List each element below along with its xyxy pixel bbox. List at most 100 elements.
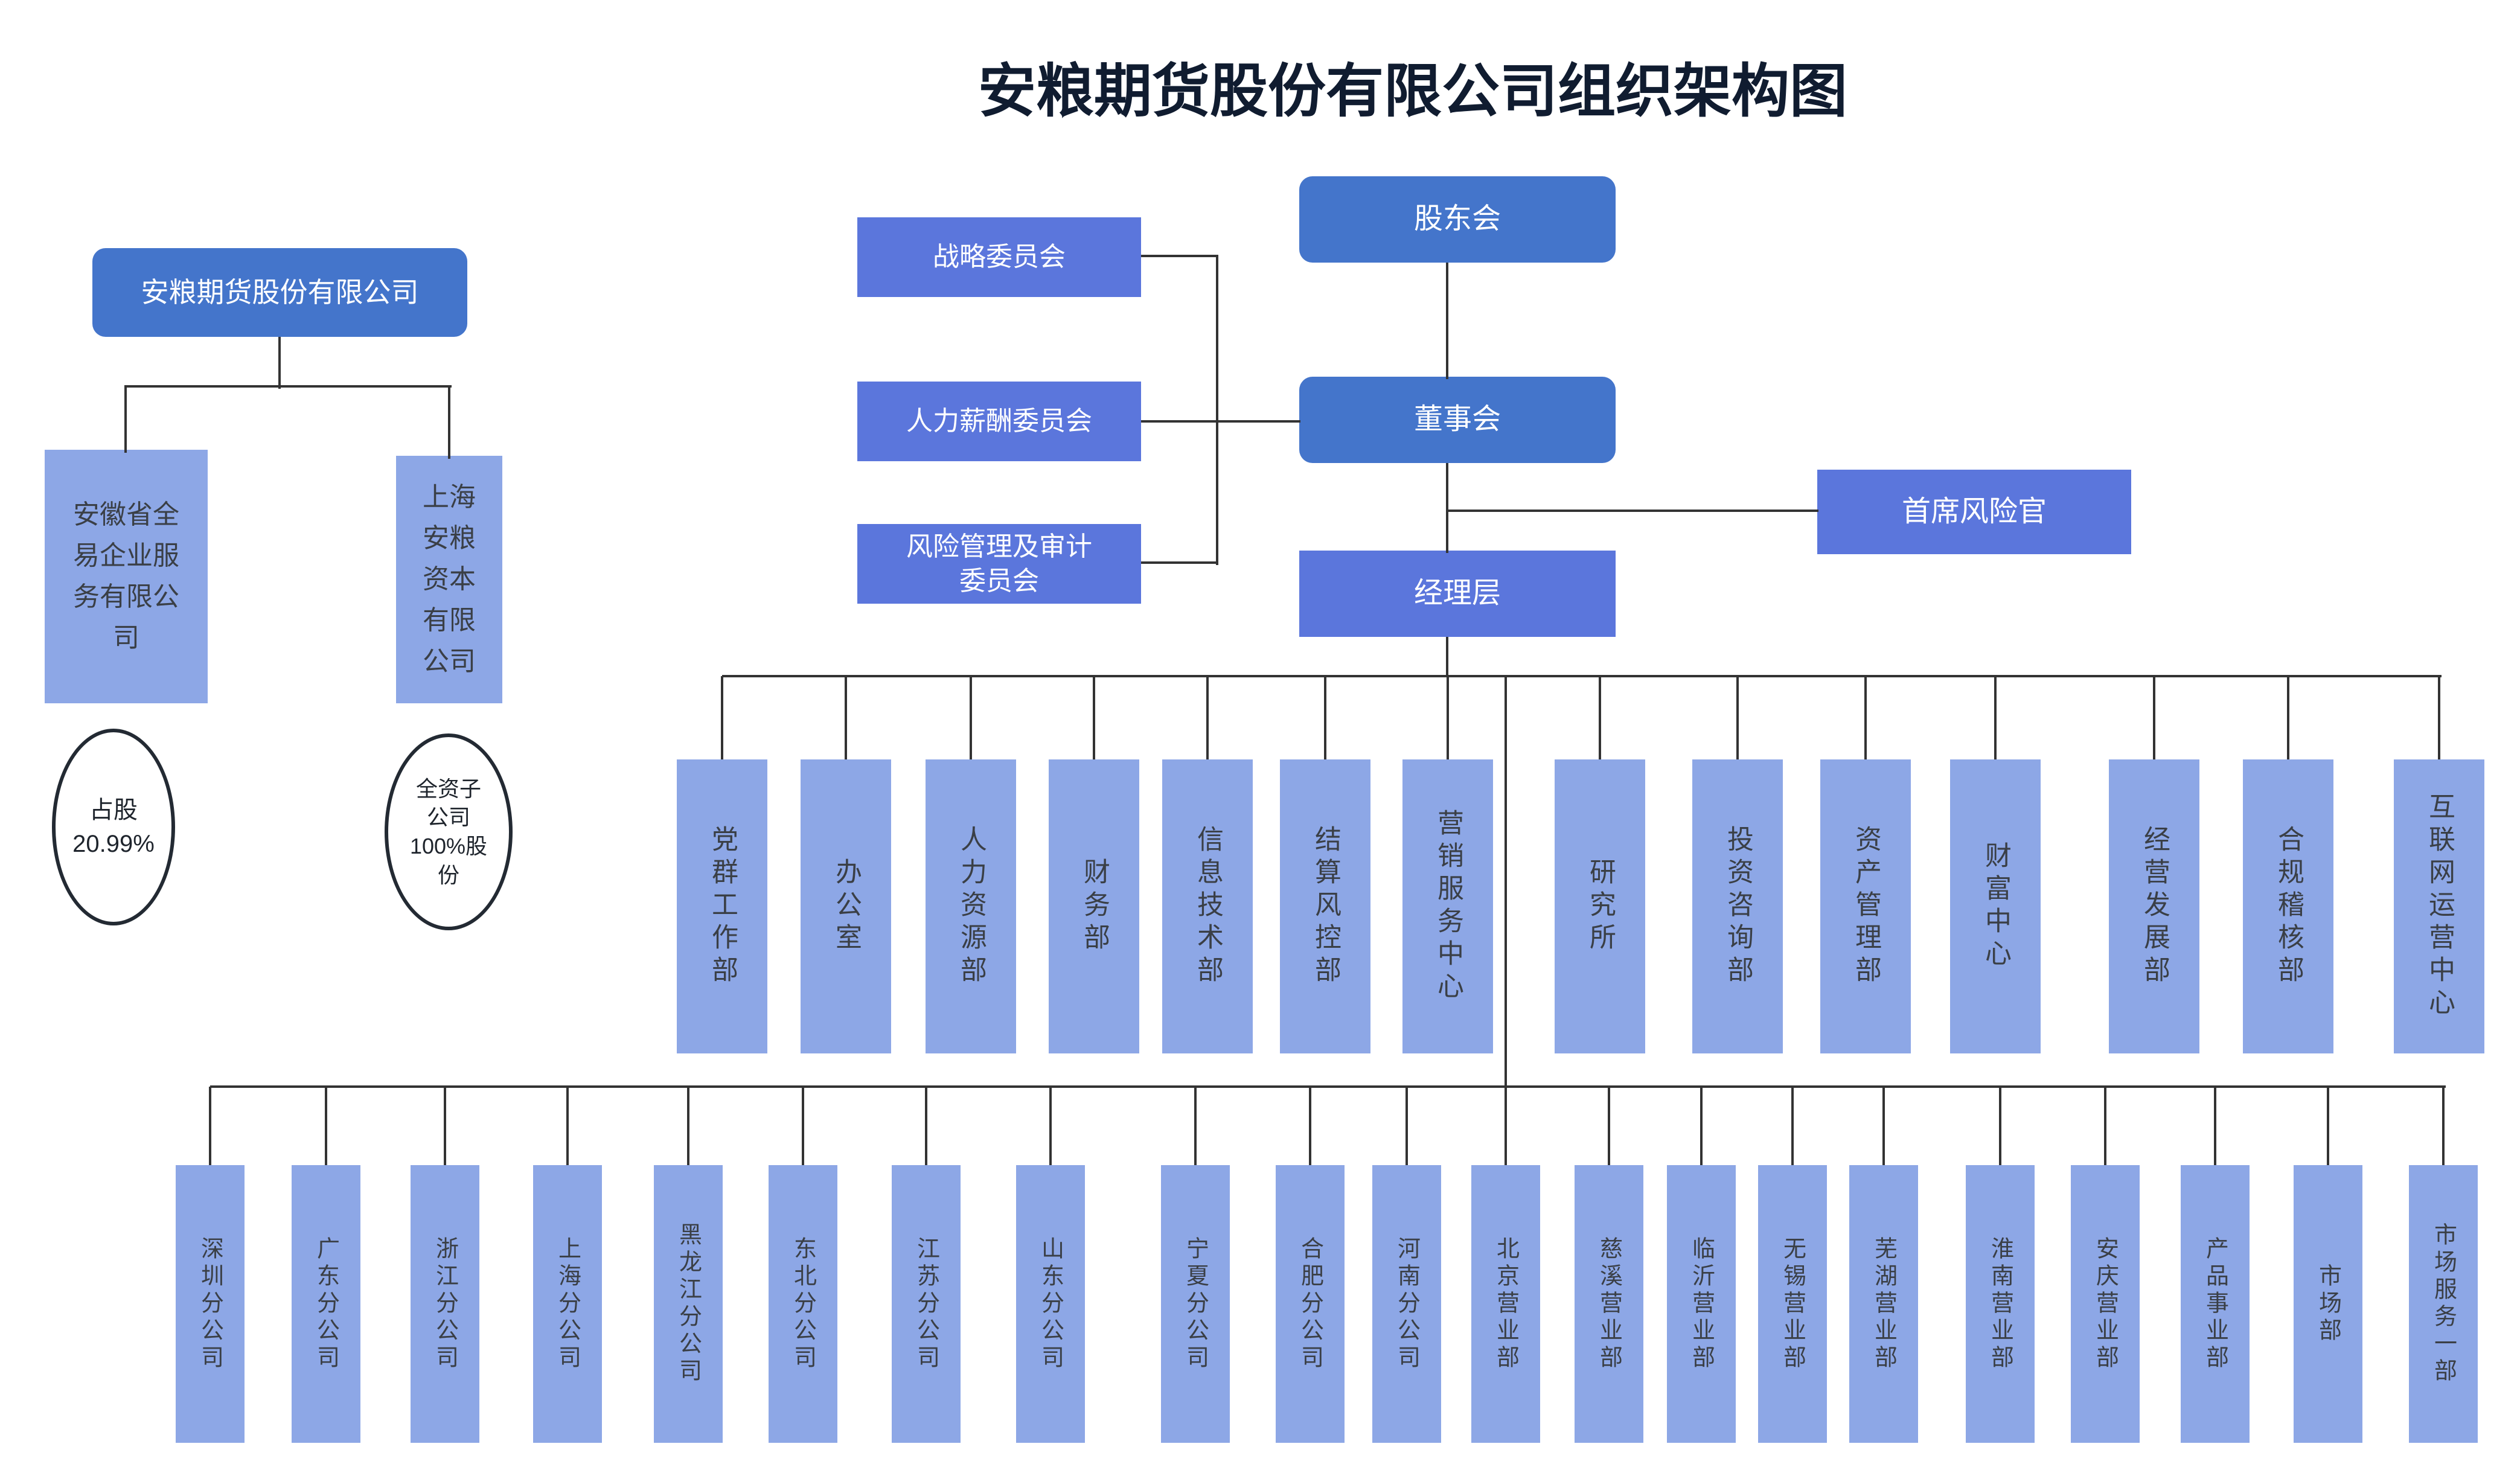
connector-line [2327, 1087, 2329, 1166]
connector-line [1447, 676, 1449, 761]
branch-box: 合肥分公司 [1276, 1165, 1345, 1443]
department-box: 营销服务中心 [1402, 759, 1493, 1053]
department-label: 营销服务中心 [1433, 808, 1463, 1005]
wholly-owned-circle: 全资子 公司 100%股 份 [385, 733, 513, 930]
department-label: 研究所 [1585, 857, 1615, 956]
connector-line [1599, 676, 1601, 761]
connector-line [722, 675, 2442, 677]
branch-label: 东北分公司 [790, 1236, 816, 1372]
management-layer-box: 经理层 [1299, 551, 1616, 637]
branch-box: 江苏分公司 [892, 1165, 961, 1443]
department-box: 研究所 [1555, 759, 1645, 1053]
connector-line [1206, 676, 1209, 761]
shareholders-meeting-box: 股东会 [1299, 176, 1616, 263]
branch-box: 山东分公司 [1016, 1165, 1085, 1443]
branch-box: 安庆营业部 [2071, 1165, 2140, 1443]
branch-box: 河南分公司 [1372, 1165, 1441, 1443]
department-box: 结算风控部 [1280, 759, 1370, 1053]
branch-label: 临沂营业部 [1688, 1236, 1714, 1372]
connector-line [1608, 1087, 1610, 1166]
branch-label: 上海分公司 [554, 1236, 580, 1372]
connector-line [1309, 1087, 1311, 1166]
connector-line [1736, 676, 1739, 761]
branch-label: 北京营业部 [1492, 1236, 1518, 1372]
root-company-box: 安粮期货股份有限公司 [92, 248, 467, 337]
subsidiary-box-shanghai: 上海 安粮 资本 有限 公司 [396, 456, 502, 703]
connector-line [1447, 510, 1818, 512]
connector-line [1093, 676, 1095, 761]
department-label: 财富中心 [1981, 841, 2010, 972]
branch-label: 合肥分公司 [1297, 1236, 1323, 1372]
department-label: 办公室 [831, 857, 861, 956]
branch-box: 产品事业部 [2181, 1165, 2250, 1443]
connector-line [2287, 676, 2289, 761]
connector-line [1049, 1087, 1052, 1166]
department-label: 互联网运营中心 [2425, 792, 2454, 1021]
branch-box: 慈溪营业部 [1575, 1165, 1643, 1443]
department-label: 财务部 [1079, 857, 1109, 956]
branch-box: 宁夏分公司 [1161, 1165, 1230, 1443]
branch-box: 上海分公司 [533, 1165, 602, 1443]
connector-line [970, 676, 972, 761]
connector-line [2438, 676, 2440, 761]
branch-label: 浙江分公司 [432, 1236, 458, 1372]
branch-box: 临沂营业部 [1667, 1165, 1736, 1443]
connector-line [687, 1087, 689, 1166]
department-box: 互联网运营中心 [2394, 759, 2484, 1053]
connector-line [1505, 1087, 1507, 1166]
branch-label: 黑龙江分公司 [675, 1222, 701, 1385]
share-ratio-circle: 占股 20.99% [52, 729, 175, 925]
committee-hr-compensation-box: 人力薪酬委员会 [857, 382, 1141, 461]
connector-line [1406, 1087, 1408, 1166]
connector-line [1882, 1087, 1885, 1166]
department-box: 投资咨询部 [1692, 759, 1783, 1053]
connector-line [1324, 676, 1326, 761]
connector-line [2104, 1087, 2106, 1166]
branch-label: 市场服务一部 [2430, 1222, 2456, 1385]
branch-box: 无锡营业部 [1758, 1165, 1827, 1443]
connector-line [1864, 676, 1867, 761]
department-label: 信息技术部 [1193, 825, 1223, 988]
department-box: 人力资源部 [926, 759, 1016, 1053]
branch-box: 广东分公司 [292, 1165, 360, 1443]
connector-line [566, 1087, 569, 1166]
department-label: 人力资源部 [956, 825, 986, 988]
department-label: 经营发展部 [2140, 825, 2169, 988]
connector-line [2214, 1087, 2216, 1166]
page-title: 安粮期货股份有限公司组织架构图 [978, 59, 1847, 124]
board-of-directors-box: 董事会 [1299, 377, 1616, 463]
department-label: 投资咨询部 [1723, 825, 1753, 988]
branch-box: 芜湖营业部 [1849, 1165, 1918, 1443]
connector-line [1141, 561, 1218, 564]
connector-line [1216, 256, 1218, 565]
connector-line [1194, 1087, 1197, 1166]
connector-line [802, 1087, 804, 1166]
connector-line [124, 385, 452, 388]
committee-strategy-box: 战略委员会 [857, 217, 1141, 297]
connector-line [210, 1085, 2446, 1088]
connector-line [2442, 1087, 2445, 1166]
branch-label: 市场部 [2315, 1263, 2341, 1345]
connector-line [2153, 676, 2155, 761]
branch-label: 产品事业部 [2202, 1236, 2228, 1372]
branch-label: 深圳分公司 [197, 1236, 223, 1372]
department-box: 党群工作部 [677, 759, 767, 1053]
committee-risk-audit-box: 风险管理及审计 委员会 [857, 524, 1141, 604]
department-label: 党群工作部 [708, 825, 737, 988]
department-label: 合规稽核部 [2274, 825, 2303, 988]
branch-label: 江苏分公司 [913, 1236, 939, 1372]
department-label: 结算风控部 [1311, 825, 1340, 988]
subsidiary-box-anhui: 安徽省全 易企业服 务有限公 司 [45, 450, 208, 703]
branch-box: 北京营业部 [1471, 1165, 1540, 1443]
branch-label: 淮南营业部 [1987, 1236, 2013, 1372]
branch-box: 淮南营业部 [1966, 1165, 2035, 1443]
branch-box: 市场服务一部 [2409, 1165, 2478, 1443]
branch-label: 芜湖营业部 [1870, 1236, 1896, 1372]
connector-line [1791, 1087, 1794, 1166]
connector-line [1700, 1087, 1703, 1166]
connector-line [721, 676, 723, 761]
branch-label: 无锡营业部 [1779, 1236, 1805, 1372]
branch-label: 广东分公司 [313, 1236, 339, 1372]
connector-line [325, 1087, 327, 1166]
